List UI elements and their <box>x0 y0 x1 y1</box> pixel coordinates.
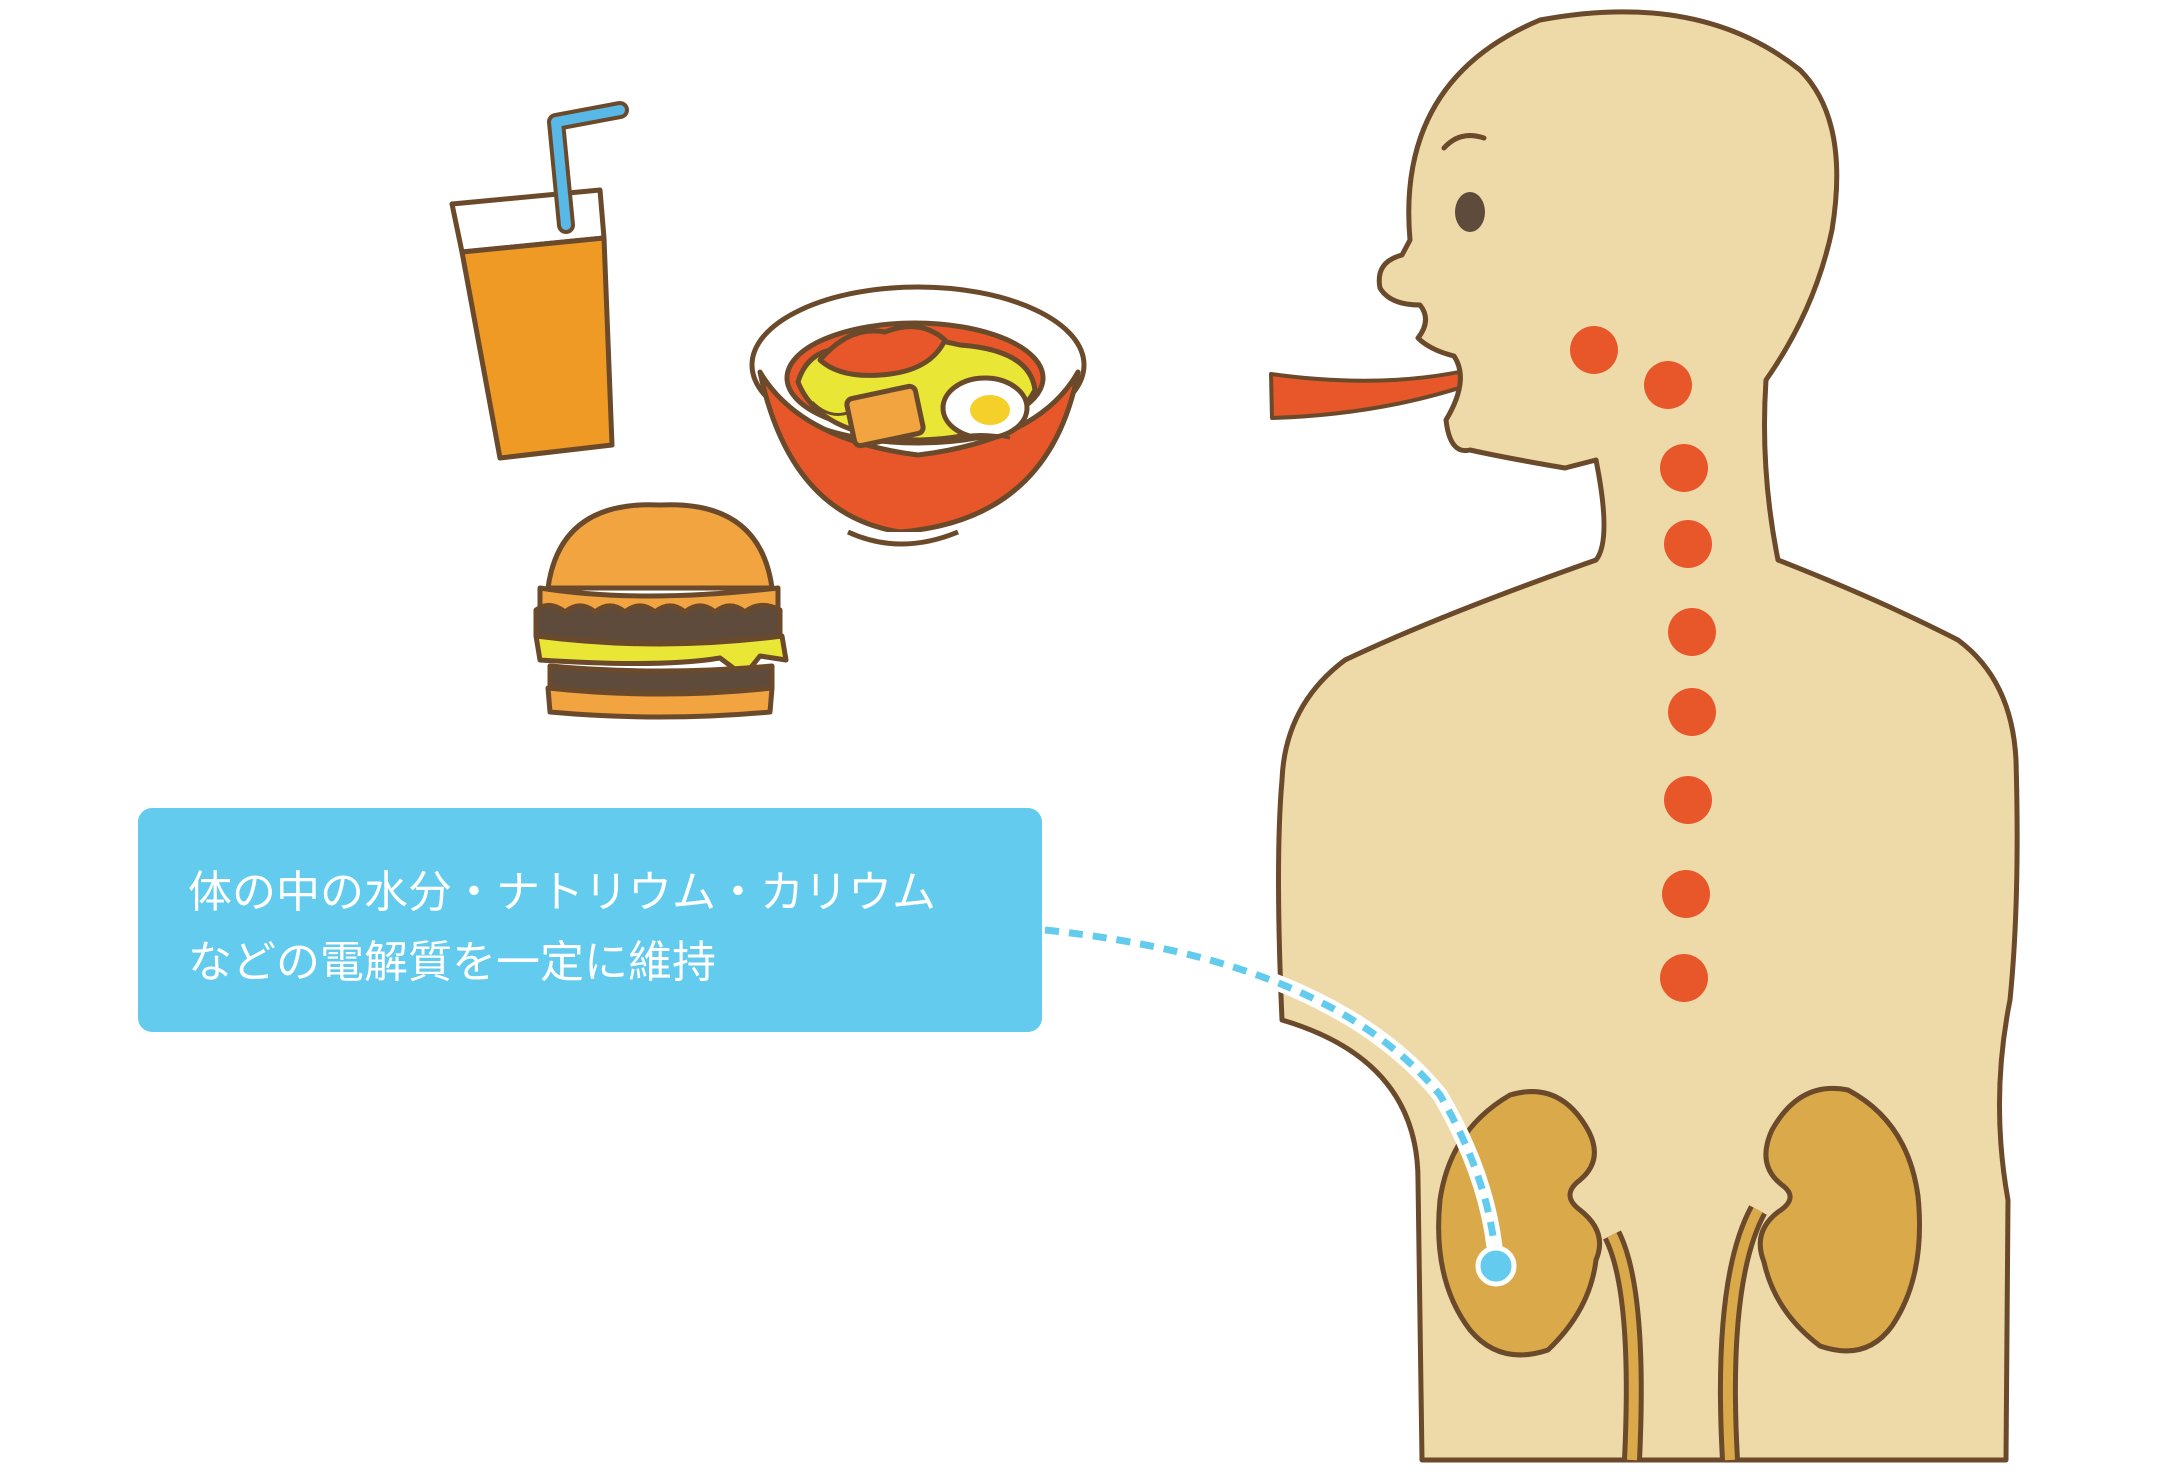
path-dot <box>1664 520 1712 568</box>
path-dot <box>1660 954 1708 1002</box>
drink-icon <box>449 101 629 461</box>
callout-leader <box>1037 922 1517 1287</box>
path-dot <box>1668 608 1716 656</box>
right-kidney-icon <box>1717 1085 1922 1461</box>
hamburger-icon <box>533 502 789 720</box>
digestive-path-dots <box>1570 326 1716 1002</box>
caption-line-1: 体の中の水分・ナトリウム・カリウム <box>188 867 936 918</box>
path-dot <box>1644 361 1692 409</box>
callout-pointer-dot <box>1475 1245 1517 1287</box>
path-dot <box>1660 444 1708 492</box>
path-dot <box>1662 870 1710 918</box>
ramen-bowl-icon <box>749 284 1087 547</box>
path-dot <box>1668 688 1716 736</box>
path-dot <box>1664 776 1712 824</box>
caption-box: 体の中の水分・ナトリウム・カリウム などの電解質を一定に維持 <box>138 808 1042 1032</box>
caption-line-2: などの電解質を一定に維持 <box>188 937 716 988</box>
path-dot <box>1570 326 1618 374</box>
